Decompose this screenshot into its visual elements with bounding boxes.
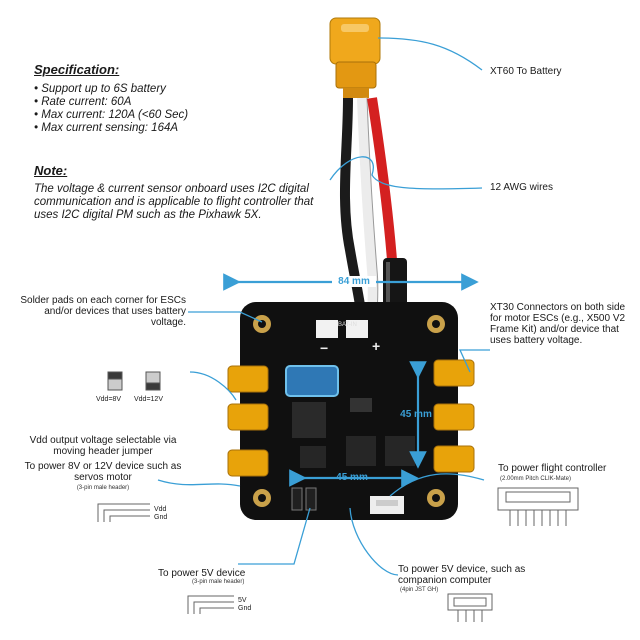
specification-heading: Specification: (34, 62, 120, 77)
vdd-select-callout: Vdd output voltage selectable via moving… (29, 435, 177, 457)
jumper-vdd8-label: Vdd=8V (96, 396, 122, 403)
pin-5v-label: 5V (238, 597, 247, 604)
xt30-callout: XT30 Connectors on both side for motor E… (490, 302, 626, 346)
header-pin-diagram-bottom (187, 595, 234, 614)
callout-lines (157, 37, 490, 576)
bat-in-label: BAT-IN (338, 322, 357, 328)
plus-label: + (372, 338, 381, 354)
spec-item: Max current sensing: 164A (34, 122, 234, 135)
power-5v-companion-callout: To power 5V device, such as companion co… (398, 564, 526, 586)
note-heading: Note: (34, 163, 68, 178)
spec-item: Rate current: 60A (34, 96, 234, 109)
spec-item: Support up to 6S battery (34, 83, 234, 96)
pin-gnd2-label: Gnd (238, 605, 252, 612)
minus-label: − (320, 340, 329, 356)
jst-gh-diagram (447, 593, 493, 622)
dimension-inner-v-label: 45 mm (400, 409, 432, 420)
pcb-board (240, 302, 458, 520)
power-5v-callout: To power 5V device (158, 568, 246, 579)
power-5v-sub: (3-pin male header) (192, 579, 245, 585)
jumper-vdd8 (107, 371, 123, 391)
clik-mate-diagram (497, 487, 579, 526)
spec-item: Max current: 120A (<60 Sec) (34, 109, 234, 122)
xt30-right (433, 359, 475, 473)
header-pin-diagram-left (97, 503, 150, 522)
specification-list: Support up to 6S battery Rate current: 6… (34, 83, 234, 135)
jumper-vdd12 (145, 371, 161, 391)
power-5v-companion-sub: (4pin JST GH) (400, 587, 439, 593)
pin-vdd-label: Vdd (154, 506, 167, 513)
solder-pads-callout: Solder pads on each corner for ESCs and/… (20, 295, 186, 328)
xt30-left (227, 365, 269, 477)
dimension-width-label: 84 mm (332, 276, 376, 287)
power-fc-callout: To power flight controller (498, 463, 607, 474)
note-text: The voltage & current sensor onboard use… (34, 183, 314, 221)
jumper-vdd12-label: Vdd=12V (134, 396, 163, 403)
xt60-callout: XT60 To Battery (490, 66, 562, 77)
power-8v-12v-callout: To power 8V or 12V device such as servos… (24, 461, 182, 483)
awg-callout: 12 AWG wires (490, 182, 553, 193)
power-8v-12v-sub: (3-pin male header) (76, 485, 130, 491)
dimension-inner-h-label: 45 mm (336, 472, 368, 483)
xt60-connector (329, 17, 381, 98)
pin-gnd-label: Gnd (154, 514, 168, 521)
power-fc-sub: (2.00mm Pitch CLIK-Mate) (500, 476, 572, 482)
